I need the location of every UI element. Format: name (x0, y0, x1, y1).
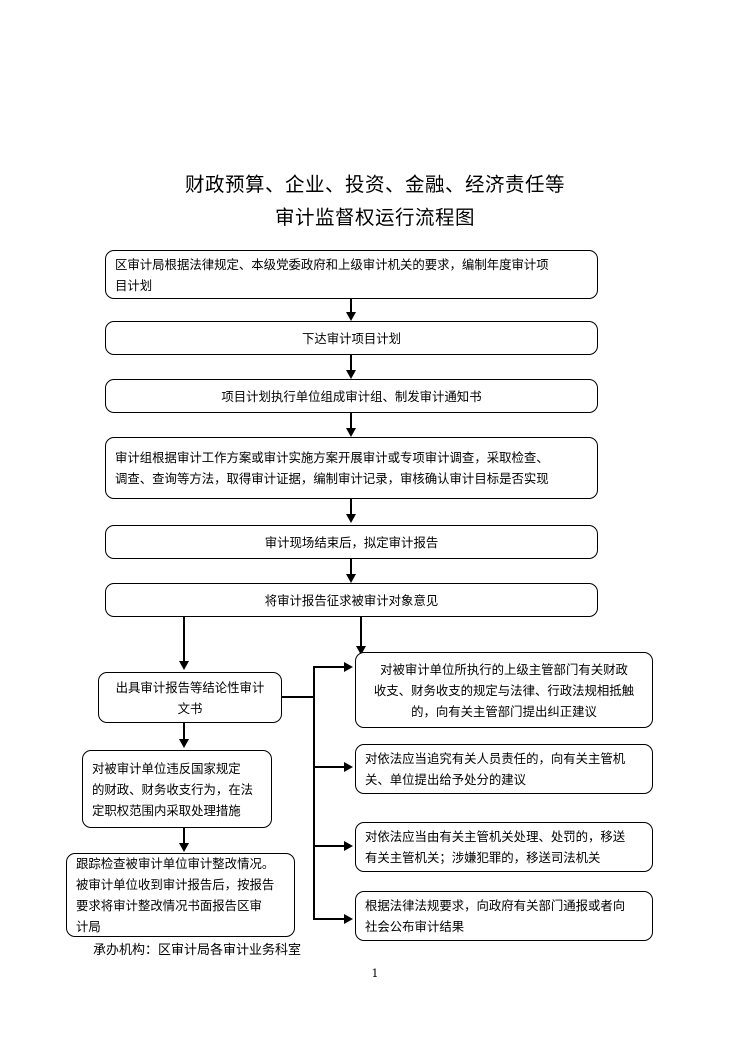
flow-box-transfer-authority[interactable]: 对依法应当由有关主管机关处理、处罚的，移送 有关主管机关；涉嫌犯罪的，移送司法机… (355, 822, 653, 872)
connector-bus-vertical (313, 667, 315, 920)
flow-box-followup-rectification-line-1: 跟踪检查被审计单位审计整改情况。 (76, 856, 275, 871)
flow-box-disciplinary-suggestion[interactable]: 对依法应当追究有关人员责任的，向有关主管机 关、单位提出给予处分的建议 (355, 744, 653, 794)
connector-bus-stub (282, 696, 315, 698)
connector-branch-4 (313, 918, 346, 920)
flow-box-issue-conclusive-doc-line-2: 文书 (177, 700, 203, 716)
connector-arrow-split-left (179, 661, 189, 670)
flow-box-correction-suggestion-line-1: 对被审计单位所执行的上级主管部门有关财政 (380, 661, 628, 677)
flow-box-annual-plan[interactable]: 区审计局根据法律规定、本级党委政府和上级审计机关的要求，编制年度审计项 目计划 (105, 250, 598, 299)
connector-branch-arrow-1 (344, 662, 353, 672)
flow-box-disciplinary-suggestion-line-2: 关、单位提出给予处分的建议 (365, 772, 527, 787)
connector-line-1 (350, 299, 352, 314)
flow-box-transfer-authority-line-1: 对依法应当由有关主管机关处理、处罚的，移送 (365, 829, 626, 844)
flow-box-conduct-audit-line-2: 调查、查询等方法，取得审计证据，编制审计记录，审核确认审计目标是否实现 (115, 471, 549, 486)
connector-line-6 (183, 723, 185, 741)
flow-box-followup-rectification-line-3: 要求将审计整改情况书面报告区审 (76, 898, 262, 913)
flow-box-draft-report[interactable]: 审计现场结束后，拟定审计报告 (105, 525, 598, 559)
flow-box-annual-plan-line-2: 目计划 (115, 277, 153, 293)
connector-line-3 (350, 413, 352, 430)
connector-arrow-3 (346, 428, 356, 437)
flow-box-conduct-audit-line-1: 审计组根据审计工作方案或审计实施方案开展审计或专项审计调查，采取检查、 (115, 450, 549, 465)
connector-arrow-7 (179, 843, 189, 852)
flow-box-issue-plan[interactable]: 下达审计项目计划 (105, 321, 598, 355)
flow-box-handle-violation-line-2: 的财政、财务收支行为，在法 (92, 781, 254, 797)
flow-box-followup-rectification-line-4: 计局 (76, 919, 101, 934)
flow-box-solicit-opinion-line-1: 将审计报告征求被审计对象意见 (264, 592, 439, 608)
connector-line-4 (350, 499, 352, 516)
flow-box-followup-rectification-line-2: 被审计单位收到审计报告后，按报告 (76, 877, 275, 892)
flow-box-followup-rectification[interactable]: 跟踪检查被审计单位审计整改情况。 被审计单位收到审计报告后，按报告 要求将审计整… (66, 853, 295, 937)
page-number: 1 (371, 967, 379, 980)
flow-box-publish-result-line-1: 根据法律法规要求，向政府有关部门通报或者向 (365, 898, 626, 913)
flow-box-draft-report-line-1: 审计现场结束后，拟定审计报告 (264, 534, 439, 550)
connector-arrow-split-right (356, 646, 366, 655)
connector-branch-arrow-3 (344, 841, 353, 851)
connector-branch-arrow-4 (344, 914, 353, 924)
connector-line-5 (350, 559, 352, 576)
title-line-2: 审计监督权运行流程图 (274, 206, 475, 229)
flow-box-form-team-line-1: 项目计划执行单位组成审计组、制发审计通知书 (221, 388, 482, 404)
flow-box-correction-suggestion-line-2: 收支、财务收支的规定与法律、行政法规相抵触 (373, 682, 635, 698)
connector-branch-1 (313, 666, 346, 668)
connector-branch-3 (313, 845, 346, 847)
connector-arrow-5 (346, 574, 356, 583)
flow-box-correction-suggestion[interactable]: 对被审计单位所执行的上级主管部门有关财政 收支、财务收支的规定与法律、行政法规相… (355, 652, 653, 728)
flow-box-conduct-audit[interactable]: 审计组根据审计工作方案或审计实施方案开展审计或专项审计调查，采取检查、 调查、查… (105, 437, 598, 499)
connector-branch-2 (313, 766, 346, 768)
flow-box-publish-result-line-2: 社会公布审计结果 (365, 919, 465, 934)
connector-line-split-left (183, 617, 185, 663)
flow-box-publish-result[interactable]: 根据法律法规要求，向政府有关部门通报或者向 社会公布审计结果 (355, 891, 653, 941)
connector-line-split-right (360, 617, 362, 648)
flow-box-transfer-authority-line-2: 有关主管机关；涉嫌犯罪的，移送司法机关 (365, 850, 601, 865)
connector-arrow-4 (346, 514, 356, 523)
connector-arrow-1 (346, 312, 356, 321)
page-title: 财政预算、企业、投资、金融、经济责任等 审计监督权运行流程图 (0, 168, 750, 234)
connector-arrow-2 (346, 370, 356, 379)
title-line-1: 财政预算、企业、投资、金融、经济责任等 (184, 173, 565, 196)
flow-box-form-team[interactable]: 项目计划执行单位组成审计组、制发审计通知书 (105, 379, 598, 413)
connector-line-2 (350, 355, 352, 372)
connector-arrow-6 (179, 739, 189, 748)
flow-box-disciplinary-suggestion-line-1: 对依法应当追究有关人员责任的，向有关主管机 (365, 751, 626, 766)
flow-box-issue-conclusive-doc-line-1: 出具审计报告等结论性审计 (115, 679, 265, 695)
flow-box-correction-suggestion-line-3: 的，向有关主管部门提出纠正建议 (411, 703, 597, 719)
flow-box-annual-plan-line-1: 区审计局根据法律规定、本级党委政府和上级审计机关的要求，编制年度审计项 (115, 256, 549, 272)
flow-box-handle-violation-line-3: 定职权范围内采取处理措施 (92, 802, 241, 818)
connector-branch-arrow-2 (344, 762, 353, 772)
connector-line-7 (183, 828, 185, 845)
flow-box-issue-conclusive-doc[interactable]: 出具审计报告等结论性审计 文书 (98, 672, 282, 723)
flow-box-solicit-opinion[interactable]: 将审计报告征求被审计对象意见 (105, 583, 598, 617)
flow-box-handle-violation[interactable]: 对被审计单位违反国家规定 的财政、财务收支行为，在法 定职权范围内采取处理措施 (82, 750, 272, 828)
flow-box-handle-violation-line-1: 对被审计单位违反国家规定 (92, 760, 241, 776)
flow-box-issue-plan-line-1: 下达审计项目计划 (301, 330, 402, 346)
footer-note: 承办机构：区审计局各审计业务科室 (93, 943, 302, 958)
